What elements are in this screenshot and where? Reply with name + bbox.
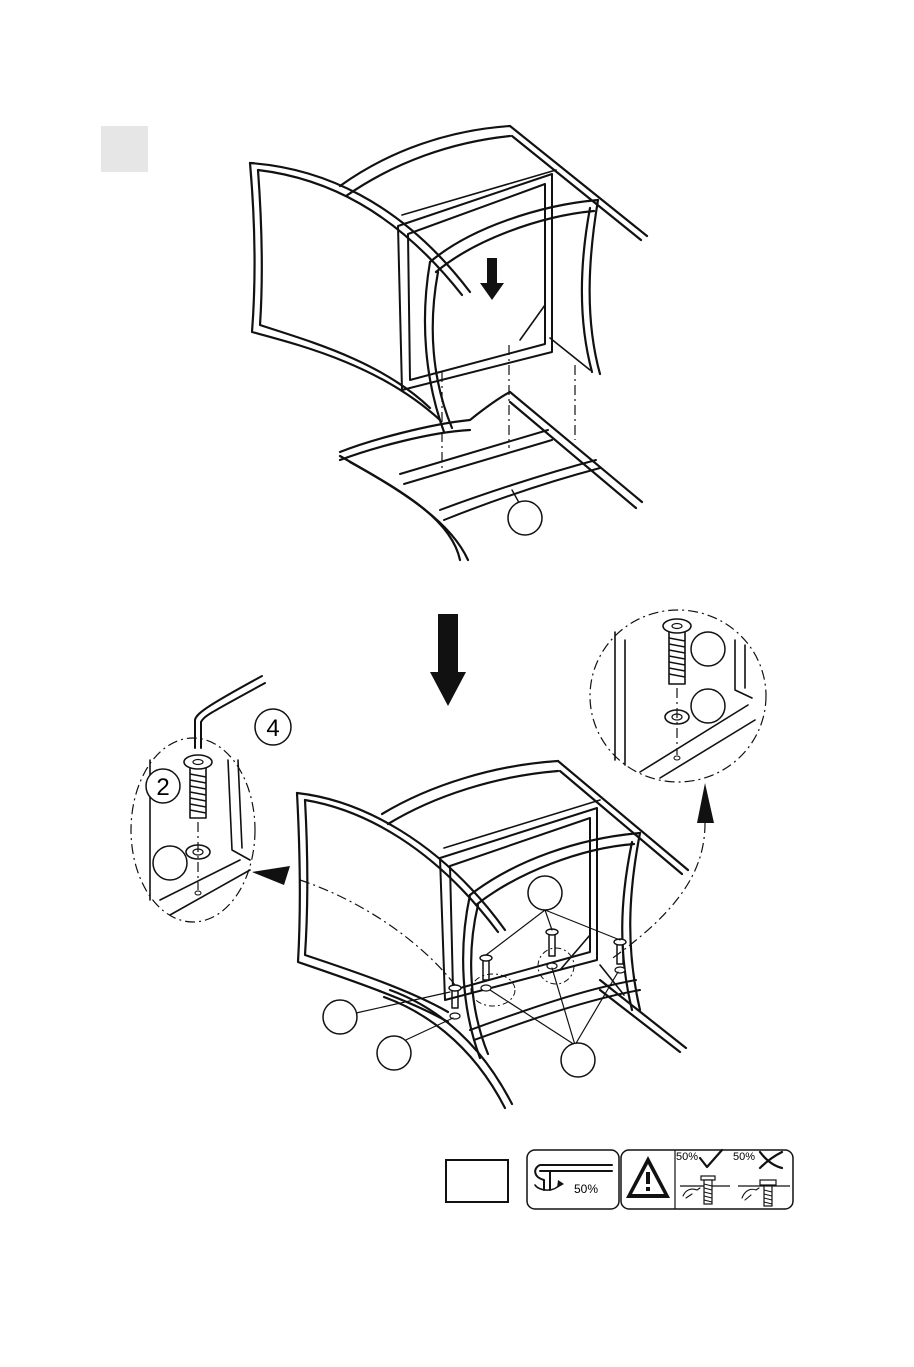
warning-panel: 50% 50% <box>621 1150 793 1209</box>
detail-left: 2 <box>131 676 265 922</box>
washer-icon <box>615 967 625 973</box>
transition-arrow-icon <box>430 614 466 706</box>
callout-washer <box>153 846 187 880</box>
callout-left-screw <box>323 1000 357 1034</box>
correct-label: 50% <box>676 1151 698 1163</box>
seat-frame-top <box>340 392 642 560</box>
callout-screw: 2 <box>146 769 180 803</box>
callout-washer-group <box>561 1043 595 1077</box>
tighten-label: 50% <box>574 1182 598 1196</box>
callout-left-washer <box>377 1036 411 1070</box>
chair-frame-top <box>250 126 647 468</box>
callout-detail-screw <box>691 632 725 666</box>
callout-seat <box>508 501 542 535</box>
pointer-arrow-icon <box>252 866 290 885</box>
step-box <box>101 126 148 172</box>
svg-text:2: 2 <box>156 774 169 801</box>
tighten-half-panel: 50% <box>527 1150 619 1209</box>
callout-screw-group <box>528 876 562 910</box>
screw-icon <box>546 929 558 956</box>
detail-right <box>590 610 766 782</box>
allen-key-icon <box>195 676 265 748</box>
chair-frame-bottom <box>297 761 688 1108</box>
pointer-arrow-icon <box>697 783 714 823</box>
callout-allen-key: 4 <box>255 709 291 745</box>
callout-detail-washer <box>691 689 725 723</box>
svg-text:4: 4 <box>266 715 279 742</box>
wrong-label: 50% <box>733 1151 755 1163</box>
down-arrow-icon <box>480 258 504 300</box>
screw-icon <box>480 955 492 980</box>
quantity-box <box>446 1160 508 1202</box>
